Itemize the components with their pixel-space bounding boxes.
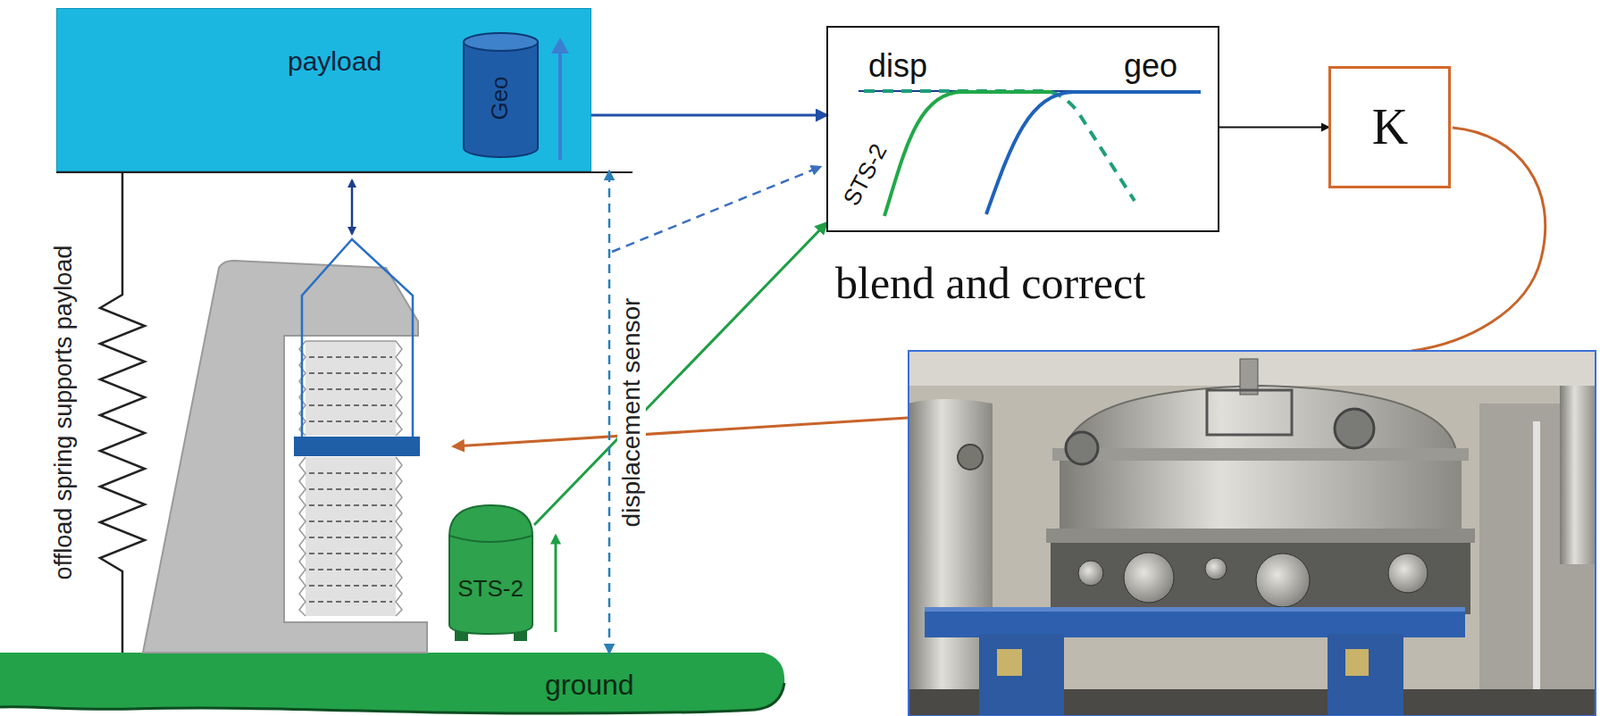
seismometer-label: STS-2 — [457, 576, 524, 604]
curve-label: STS-2 — [838, 139, 894, 210]
signal-arrow — [591, 114, 827, 118]
seismometer-cylinder: STS-2 — [445, 500, 537, 644]
payload-base-line — [56, 171, 633, 174]
ground-label: ground — [544, 669, 635, 703]
filter-label: geo — [1123, 47, 1178, 84]
chamber-photo — [907, 350, 1597, 716]
offload-spring — [100, 172, 145, 654]
geophone-label: Geo — [486, 75, 514, 120]
spring-note: offload spring supports payload — [50, 245, 78, 581]
sensor-signal-line — [611, 167, 821, 252]
block-heading: blend and correct — [835, 258, 1146, 310]
signal-arrow — [534, 223, 827, 526]
signal-arrow — [1219, 126, 1329, 129]
ground-band: ground — [0, 653, 787, 716]
bellows — [299, 341, 403, 617]
filter-label: disp — [868, 47, 928, 84]
displacement-sensor-line — [608, 171, 612, 654]
ground-band — [0, 653, 785, 714]
payload-label: payload — [287, 46, 382, 78]
photo-content — [907, 350, 1597, 716]
payload-box: payloadGeo — [56, 8, 592, 172]
actuator-frame — [142, 260, 428, 654]
blend-filter-box: dispgeoSTS-2blend and correct — [826, 25, 1220, 233]
controller-label: K — [1372, 98, 1408, 156]
geophone-cylinder: Geo — [461, 31, 540, 160]
seismometer-outline — [445, 500, 537, 644]
controller-box: K — [1328, 66, 1451, 189]
seismometer-direction-arrow — [554, 536, 558, 633]
actuator-plate-and-hanger — [293, 180, 420, 457]
sensor-label: displacement sensor — [617, 292, 646, 533]
actuator-drive-arrow — [453, 418, 908, 447]
